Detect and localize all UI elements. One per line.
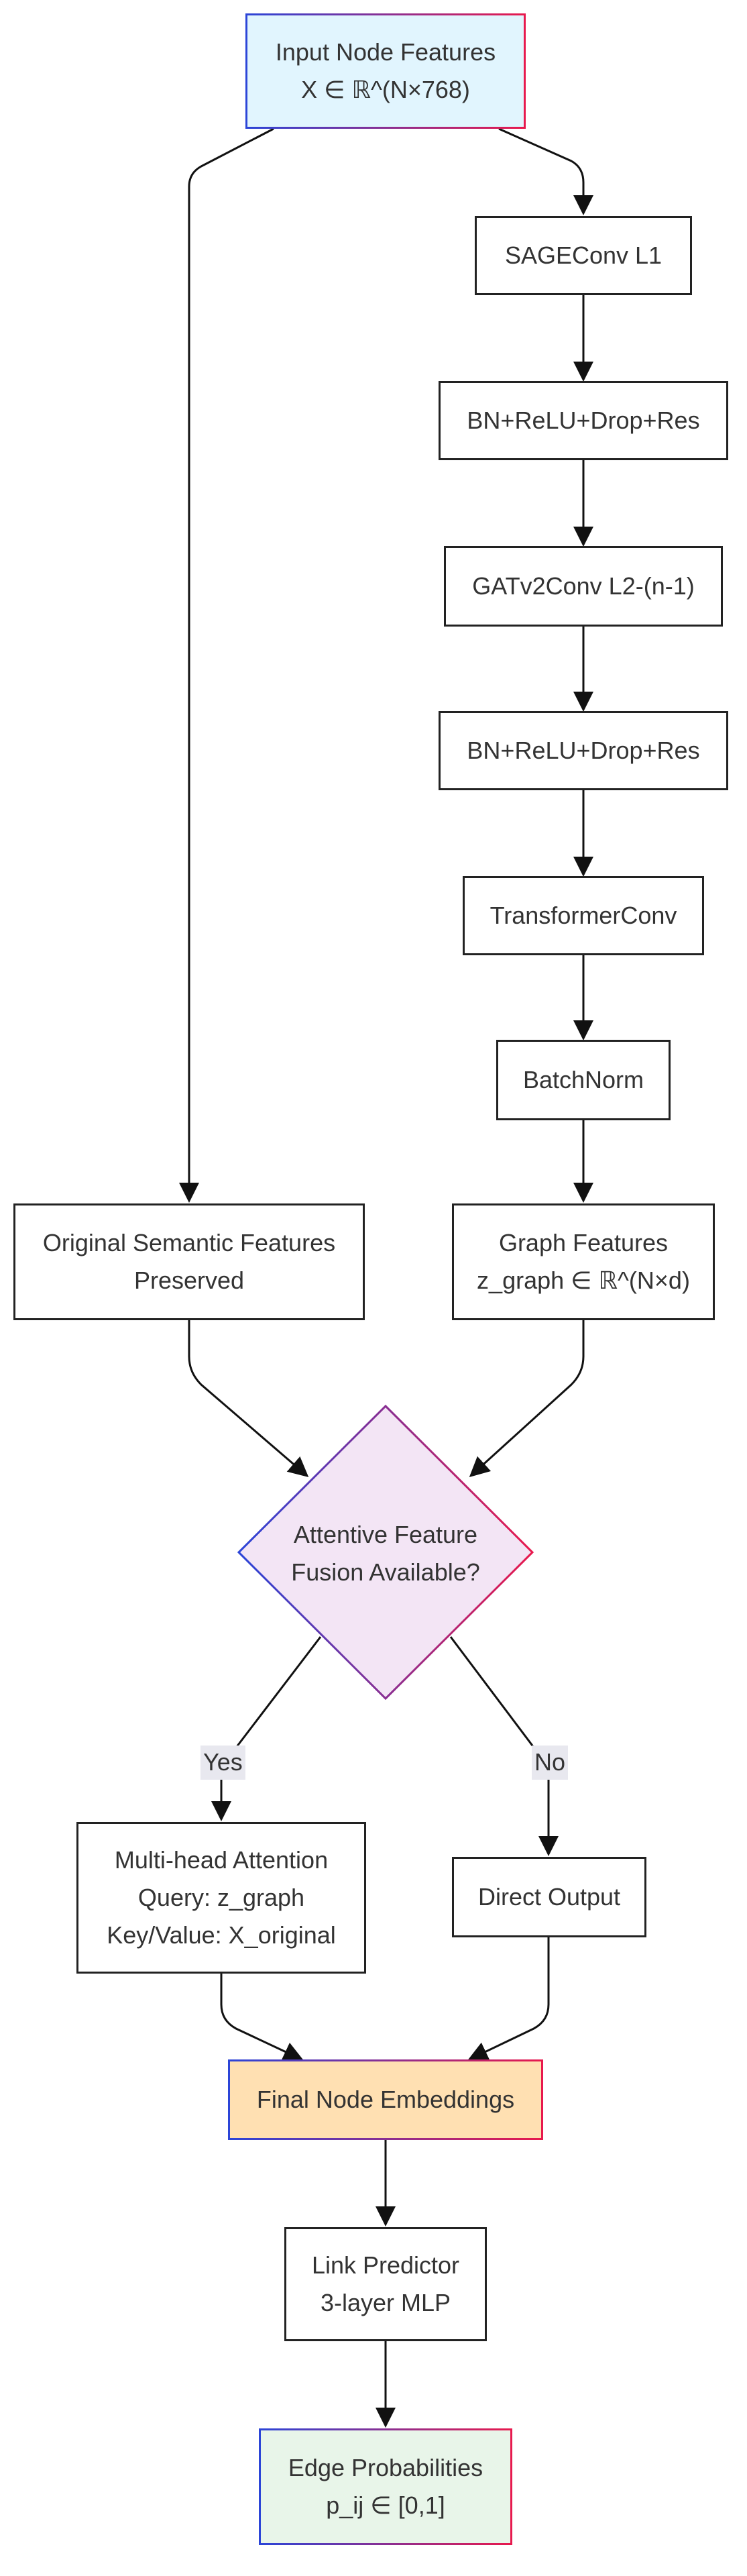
bn-relu-label-2: BN+ReLU+Drop+Res — [467, 737, 700, 765]
edge-input-to-semantic — [179, 127, 274, 1203]
edge-probabilities-node: Edge Probabilities p_ij ∈ [0,1] — [259, 2428, 512, 2545]
input-node-shape: X ∈ ℝ^(N×768) — [301, 76, 470, 103]
input-node-title: Input Node Features — [275, 38, 496, 66]
attention-title: Multi-head Attention — [114, 1846, 329, 1874]
decision-line-2: Fusion Available? — [291, 1558, 480, 1586]
edge-label-yes: Yes — [200, 1746, 245, 1780]
edge-input-to-sage — [498, 127, 593, 215]
direct-output-node: Direct Output — [452, 1857, 646, 1937]
multihead-attention-node: Multi-head Attention Query: z_graph Key/… — [76, 1822, 366, 1974]
transformerconv-label: TransformerConv — [490, 902, 677, 930]
attention-query: Query: z_graph — [137, 1884, 305, 1912]
sageconv-label: SAGEConv L1 — [504, 241, 663, 270]
semantic-features-node: Original Semantic Features Preserved — [13, 1203, 365, 1320]
attention-key-value: Key/Value: X_original — [107, 1921, 336, 1949]
batchnorm-label: BatchNorm — [522, 1066, 644, 1094]
link-predictor-title: Link Predictor — [311, 2251, 460, 2279]
bn-relu-node-1: BN+ReLU+Drop+Res — [439, 381, 728, 460]
edge-direct-to-final — [467, 1937, 550, 2061]
decision-text: Attentive Feature Fusion Available? — [251, 1516, 520, 1591]
bn-relu-node-2: BN+ReLU+Drop+Res — [439, 711, 728, 790]
edge-semantic-to-decision — [188, 1320, 309, 1477]
decision-diamond — [237, 1404, 534, 1701]
bn-relu-label-1: BN+ReLU+Drop+Res — [467, 407, 700, 435]
gatv2conv-node: GATv2Conv L2-(n-1) — [444, 546, 723, 627]
semantic-features-subtitle: Preserved — [133, 1267, 245, 1294]
transformerconv-node: TransformerConv — [463, 876, 704, 955]
edges — [179, 127, 593, 2428]
semantic-features-title: Original Semantic Features — [42, 1229, 336, 1257]
edge-decision-yes — [211, 1636, 322, 1821]
link-predictor-subtitle: 3-layer MLP — [320, 2289, 451, 2316]
decision-line-1: Attentive Feature — [293, 1521, 478, 1548]
batchnorm-node: BatchNorm — [496, 1040, 671, 1120]
edge-graph-to-decision — [469, 1320, 585, 1478]
gatv2conv-label: GATv2Conv L2-(n-1) — [472, 572, 695, 600]
edge-label-no: No — [532, 1746, 569, 1780]
final-embeddings-node: Final Node Embeddings — [228, 2059, 543, 2140]
edge-probabilities-title: Edge Probabilities — [288, 2454, 483, 2482]
direct-output-label: Direct Output — [477, 1883, 621, 1911]
final-embeddings-label: Final Node Embeddings — [256, 2086, 515, 2114]
graph-features-shape: z_graph ∈ ℝ^(N×d) — [477, 1267, 690, 1294]
edge-attention-to-final — [220, 1974, 304, 2061]
edge-probabilities-range: p_ij ∈ [0,1] — [326, 2491, 445, 2519]
sageconv-node: SAGEConv L1 — [475, 216, 692, 295]
link-predictor-node: Link Predictor 3-layer MLP — [284, 2227, 487, 2341]
graph-features-title: Graph Features — [498, 1229, 669, 1257]
input-node: Input Node Features X ∈ ℝ^(N×768) — [245, 13, 526, 129]
graph-features-node: Graph Features z_graph ∈ ℝ^(N×d) — [452, 1203, 715, 1320]
